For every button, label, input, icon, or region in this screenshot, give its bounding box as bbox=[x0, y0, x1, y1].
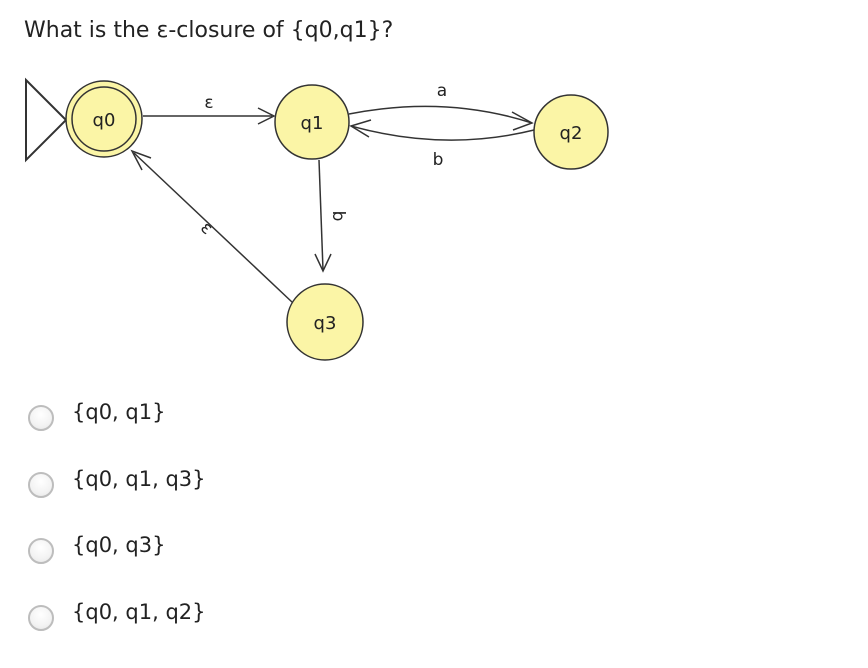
question-text: What is the ε-closure of {q0,q1}? bbox=[24, 18, 394, 43]
edge-q2-q1 bbox=[350, 125, 535, 141]
state-label-q2: q2 bbox=[560, 123, 583, 144]
automaton-diagram: q0 q1 q2 q3 ε a b b ε bbox=[25, 77, 609, 361]
edge-q3-q0 bbox=[133, 152, 294, 304]
option-1[interactable]: {q0, q1} bbox=[28, 400, 428, 439]
option-label: {q0, q1} bbox=[72, 400, 166, 424]
arrowhead-q1-q3 bbox=[314, 253, 332, 273]
state-label-q3: q3 bbox=[314, 313, 337, 334]
state-q2: q2 bbox=[533, 94, 609, 170]
option-label: {q0, q1, q3} bbox=[72, 467, 206, 491]
arrowhead-q2-q1 bbox=[349, 119, 372, 138]
state-q1: q1 bbox=[274, 84, 350, 160]
radio-button[interactable] bbox=[28, 472, 54, 498]
arrowhead-q1-q2 bbox=[511, 111, 534, 131]
option-2[interactable]: {q0, q1, q3} bbox=[28, 467, 428, 506]
arrowhead-q3-q0 bbox=[130, 149, 152, 171]
radio-button[interactable] bbox=[28, 405, 54, 431]
option-4[interactable]: {q0, q1, q2} bbox=[28, 600, 428, 639]
arrowhead-q0-q1 bbox=[257, 107, 276, 125]
edge-q1-q2 bbox=[348, 105, 533, 124]
radio-button[interactable] bbox=[28, 538, 54, 564]
edge-label-q2-q1: b bbox=[433, 150, 444, 170]
edge-label-q1-q3: b bbox=[328, 211, 348, 222]
state-q0: q0 bbox=[65, 80, 143, 158]
edge-q1-q3 bbox=[318, 159, 324, 271]
initial-state-marker bbox=[25, 77, 68, 163]
edge-label-q1-q2: a bbox=[437, 81, 447, 101]
state-label-q1: q1 bbox=[301, 113, 324, 134]
edge-label-q0-q1: ε bbox=[204, 93, 213, 113]
option-label: {q0, q1, q2} bbox=[72, 600, 206, 624]
radio-button[interactable] bbox=[28, 605, 54, 631]
option-3[interactable]: {q0, q3} bbox=[28, 533, 428, 572]
state-q3: q3 bbox=[286, 283, 364, 361]
option-label: {q0, q3} bbox=[72, 533, 166, 557]
state-label-q0: q0 bbox=[93, 110, 116, 131]
